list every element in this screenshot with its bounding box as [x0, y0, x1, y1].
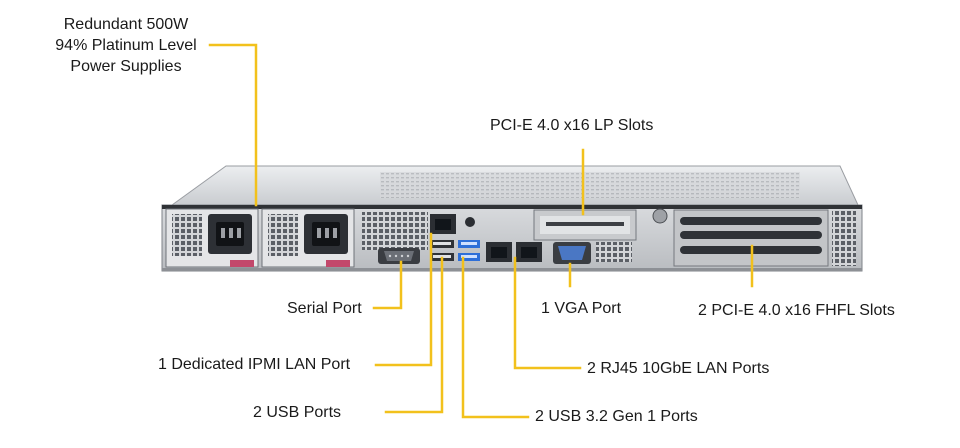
leader-psu — [208, 43, 258, 207]
label-rj45-lan-ports: 2 RJ45 10GbE LAN Ports — [587, 360, 770, 377]
mounting-screw — [465, 217, 475, 227]
label-ipmi-lan-port: 1 Dedicated IPMI LAN Port — [158, 356, 351, 373]
db9-connector-icon — [378, 248, 420, 264]
label-psu-line-2: 94% Platinum Level — [55, 37, 197, 54]
pcie-lp-slot — [533, 209, 637, 241]
rear-vent — [832, 210, 856, 266]
label-usb-ports: 2 USB Ports — [253, 404, 342, 421]
rj45-port-icon — [430, 214, 456, 234]
power-inlet-icon — [304, 214, 348, 254]
label-serial-port: Serial Port — [287, 300, 362, 317]
thumbscrew — [652, 208, 668, 224]
label-power-supplies: Redundant 500W 94% Platinum Level Power … — [36, 14, 216, 77]
power-supply-1 — [165, 208, 259, 268]
vga-connector-icon — [553, 242, 591, 264]
io-vent — [596, 242, 632, 262]
io-vent — [362, 212, 428, 250]
leader-rj45 — [513, 256, 582, 370]
label-pcie-fhfl-slots: 2 PCI-E 4.0 x16 FHFL Slots — [698, 302, 895, 319]
power-supply-2 — [261, 208, 355, 268]
power-inlet-icon — [208, 214, 252, 254]
leader-usb — [384, 256, 444, 414]
label-pcie-lp-slots: PCI-E 4.0 x16 LP Slots — [490, 117, 654, 134]
rj45-port-icon — [486, 242, 542, 262]
leader-lines — [208, 43, 754, 419]
chassis-top — [170, 165, 859, 206]
label-usb32-ports: 2 USB 3.2 Gen 1 Ports — [535, 408, 698, 425]
label-psu-line-3: Power Supplies — [70, 58, 182, 75]
leader-serial — [372, 260, 403, 310]
usb-port-icon — [458, 240, 480, 261]
label-vga-port: 1 VGA Port — [541, 300, 622, 317]
leader-usb32 — [461, 256, 530, 419]
label-psu-line-1: Redundant 500W — [63, 16, 189, 33]
pcie-fhfl-slots — [673, 209, 829, 267]
leader-ipmi — [374, 232, 433, 367]
